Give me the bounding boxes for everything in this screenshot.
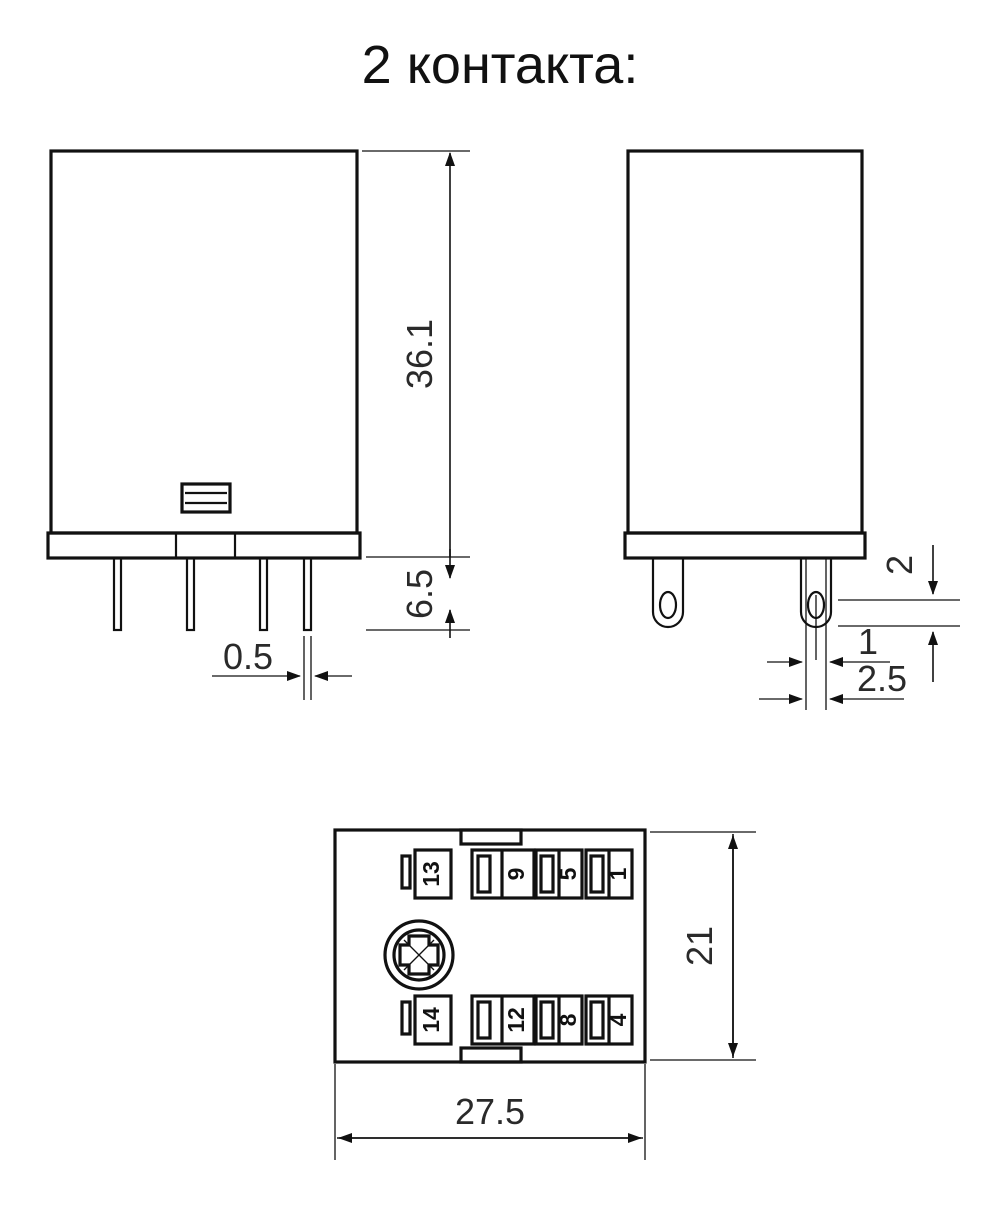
dimension-bottom-width: 27.5 <box>334 1064 646 1160</box>
bottom-pin-9-label: 9 <box>503 868 529 881</box>
bottom-pin-1: 1 <box>584 848 634 900</box>
bottom-pin-5-label: 5 <box>555 867 581 880</box>
dim-label-21: 21 <box>679 926 720 966</box>
side-body-outline <box>626 149 864 535</box>
page-title: 2 контакта: <box>362 35 639 95</box>
screw-outer-circle <box>383 919 455 991</box>
front-vent-label <box>180 482 232 514</box>
bottom-pin-8-label: 8 <box>555 1013 581 1026</box>
front-pin-4 <box>302 556 313 632</box>
dimension-side-pin-width: 1 <box>767 621 890 667</box>
dimension-front-height: 36.1 <box>362 150 470 558</box>
bottom-pin-5: 5 <box>534 848 584 900</box>
bottom-pin-4-label: 4 <box>605 1013 631 1026</box>
bottom-pin-9: 9 <box>470 848 536 900</box>
screw-diag-2 <box>403 939 435 971</box>
phillips-screw-icon <box>383 919 455 991</box>
dimension-side-pin-offset: 2 <box>838 545 960 682</box>
dim-label-2-5: 2.5 <box>857 658 907 699</box>
front-view: 36.1 6.5 0.5 <box>46 149 470 700</box>
dim-label-36-1: 36.1 <box>399 319 440 389</box>
dim-label-1: 1 <box>858 621 878 662</box>
dimension-front-pin-length: 6.5 <box>366 549 470 638</box>
front-body-outline <box>49 149 359 535</box>
blade-left-outline <box>651 558 685 629</box>
screw-inner-circle <box>392 928 446 982</box>
bottom-view: 13 9 5 1 <box>333 828 756 1160</box>
bottom-pin-14-label: 14 <box>418 1007 444 1033</box>
dim-label-2: 2 <box>879 555 920 575</box>
front-base-block <box>46 531 362 560</box>
bottom-pin-13: 13 <box>400 848 453 900</box>
dim-label-6-5: 6.5 <box>399 569 440 619</box>
front-pin-3 <box>258 556 269 632</box>
dimension-front-pin-width: 0.5 <box>212 636 352 700</box>
side-base-block <box>623 531 867 560</box>
front-pin-2 <box>185 556 196 632</box>
dimension-side-pin-pitch: 2.5 <box>759 658 907 704</box>
dim-label-27-5: 27.5 <box>455 1091 525 1132</box>
side-blade-terminal-left <box>651 558 685 629</box>
dim-label-0-5: 0.5 <box>223 636 273 677</box>
bottom-pin-13-label: 13 <box>418 861 444 887</box>
front-pin-1 <box>112 556 123 632</box>
bottom-notch-bottom <box>459 1046 523 1064</box>
bottom-notch-top <box>459 828 523 846</box>
side-view: 2 1 2.5 <box>623 149 960 710</box>
bottom-pin-12: 12 <box>470 994 536 1046</box>
dimension-bottom-height: 21 <box>650 831 756 1061</box>
bottom-pin-12-label: 12 <box>503 1007 529 1033</box>
bottom-pin-14: 14 <box>400 994 453 1046</box>
bottom-pin-4: 4 <box>584 994 634 1046</box>
blade-left-hole <box>658 590 678 620</box>
bottom-pin-1-label: 1 <box>605 867 631 880</box>
bottom-pin-8: 8 <box>534 994 584 1046</box>
